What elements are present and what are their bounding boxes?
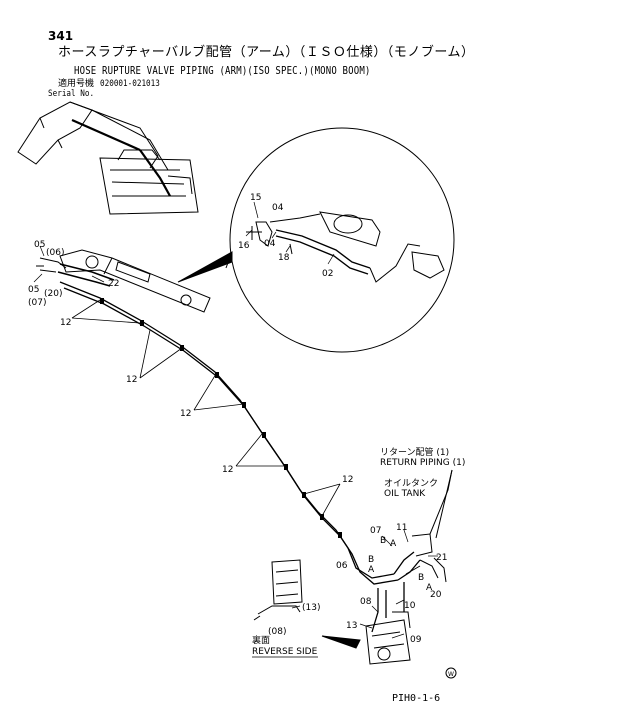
- title-english: HOSE RUPTURE VALVE PIPING (ARM)(ISO SPEC…: [74, 64, 371, 77]
- magnified-detail: [177, 127, 455, 353]
- callout-21: 21: [436, 553, 447, 563]
- callout-13-paren: (13): [302, 603, 320, 613]
- port-a-2: A: [368, 565, 375, 575]
- oil-tank-en: OIL TANK: [384, 489, 426, 499]
- callout-12-d: 12: [222, 465, 233, 475]
- callout-12-c: 12: [180, 409, 191, 419]
- port-b-1: B: [380, 536, 386, 546]
- callout-12-b: 12: [126, 375, 137, 385]
- callout-04-a: 04: [272, 203, 284, 213]
- callout-06-paren: (06): [46, 248, 64, 258]
- callout-08-paren: (08): [268, 627, 286, 637]
- excavator-thumbnail: [17, 101, 199, 215]
- drawing-code: PIH0-1-6: [392, 693, 441, 704]
- serial-label-japanese: 適用号機: [58, 79, 95, 89]
- reverse-side-en: REVERSE SIDE: [252, 647, 318, 657]
- main-hose-run: [59, 281, 421, 633]
- title-japanese: ホースラプチャーバルブ配管（アーム）（ＩＳＯ仕様）（モノブーム）: [58, 45, 475, 60]
- callout-18: 18: [278, 253, 290, 263]
- callout-12-a: 12: [60, 318, 71, 328]
- callout-12-e: 12: [342, 475, 353, 485]
- mark-circle: [445, 667, 457, 679]
- mark-w: W: [448, 671, 454, 678]
- leader-lines-12: [71, 299, 341, 517]
- oil-tank-jp: オイルタンク: [384, 478, 438, 489]
- callout-04-b: 04: [264, 239, 276, 249]
- callout-09: 09: [410, 635, 422, 645]
- callout-15: 15: [250, 193, 261, 203]
- callout-08: 08: [360, 597, 372, 607]
- port-a-3: A: [426, 583, 433, 593]
- hose-clamps: [100, 298, 342, 538]
- reverse-side-jp: 裏面: [252, 634, 270, 646]
- callout-07: 07: [370, 526, 381, 536]
- callout-20: 20: [430, 590, 442, 600]
- port-b-2: B: [368, 555, 374, 565]
- callout-05: 05: [34, 240, 45, 250]
- callout-16: 16: [238, 241, 250, 251]
- valve-assembly: [365, 469, 453, 665]
- callout-22: 22: [108, 279, 119, 289]
- callout-05-b: 05: [28, 285, 39, 295]
- port-b-3: B: [418, 573, 424, 583]
- return-piping-en: RETURN PIPING (1): [380, 458, 465, 468]
- callout-06: 06: [336, 561, 348, 571]
- arm-assembly: [36, 249, 211, 313]
- callout-07-paren: (07): [28, 298, 46, 308]
- reverse-side-arrow: [321, 635, 361, 649]
- serial-range: 020001-021013: [100, 79, 160, 89]
- callout-13: 13: [346, 621, 357, 631]
- port-a-1: A: [390, 539, 397, 549]
- callout-10: 10: [404, 601, 416, 611]
- return-piping-jp: リターン配管 (1): [380, 446, 449, 458]
- serial-label-english: Serial No.: [48, 89, 95, 99]
- callout-leaders: [33, 201, 438, 639]
- reverse-side-detail: [253, 559, 303, 621]
- page-number: 341: [48, 29, 74, 43]
- callout-20-paren: (20): [44, 289, 62, 299]
- callout-11: 11: [396, 523, 407, 533]
- callout-02: 02: [322, 269, 333, 279]
